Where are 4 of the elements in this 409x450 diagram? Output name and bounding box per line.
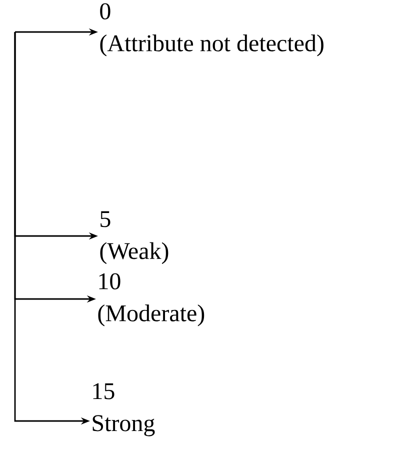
scale-label: 5 (Weak) (100, 211, 168, 264)
scale-label: 10 (Moderate) (98, 273, 204, 326)
scale-label: 15 Strong (92, 383, 155, 436)
scale-label: 0 (Attribute not detected) (100, 3, 324, 56)
